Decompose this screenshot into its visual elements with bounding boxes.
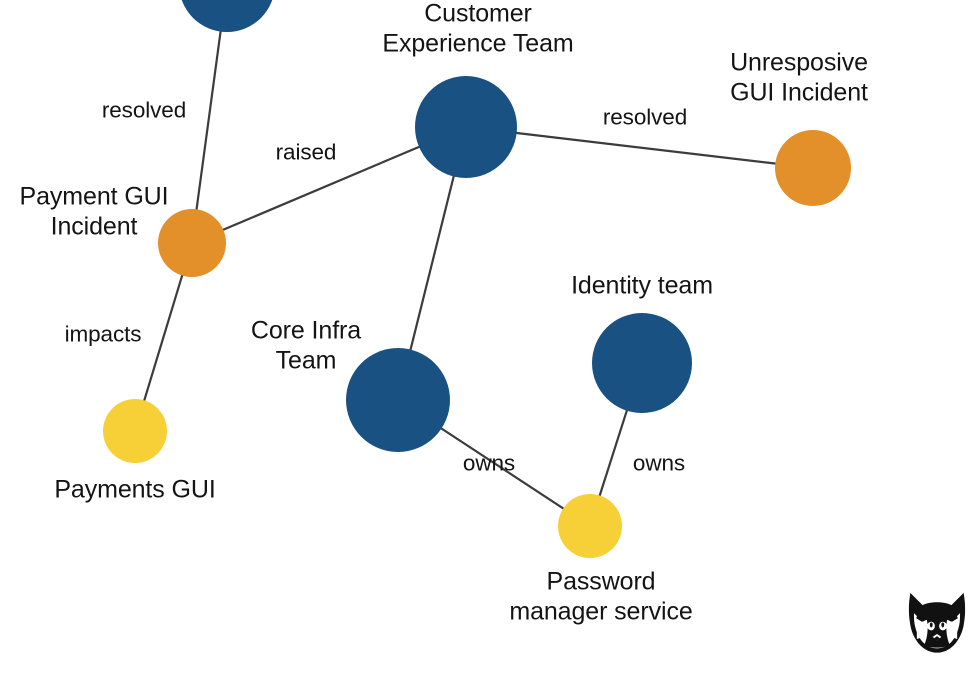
graph-edge[interactable] <box>512 131 780 165</box>
graph-edge[interactable] <box>219 144 423 233</box>
graph-edge[interactable] <box>408 172 456 354</box>
graph-node-payments_gui[interactable] <box>103 399 167 463</box>
graph-node-core_infra_team[interactable] <box>346 348 450 452</box>
edges-layer <box>142 27 780 512</box>
graph-node-customer_experience_team[interactable] <box>415 76 517 178</box>
graph-node-payments_team[interactable] <box>179 0 275 32</box>
graph-edge[interactable] <box>437 425 567 512</box>
graph-node-payment_gui_incident[interactable] <box>158 209 226 277</box>
cat-head-logo <box>908 592 966 653</box>
graph-edge[interactable] <box>142 271 185 405</box>
graph-edge[interactable] <box>597 406 629 500</box>
graph-node-password_manager_service[interactable] <box>558 494 622 558</box>
graph-edge[interactable] <box>195 27 223 214</box>
graph-node-identity_team[interactable] <box>592 313 692 413</box>
graph-node-unresposive_gui_incident[interactable] <box>775 130 851 206</box>
nodes-layer <box>103 0 851 558</box>
